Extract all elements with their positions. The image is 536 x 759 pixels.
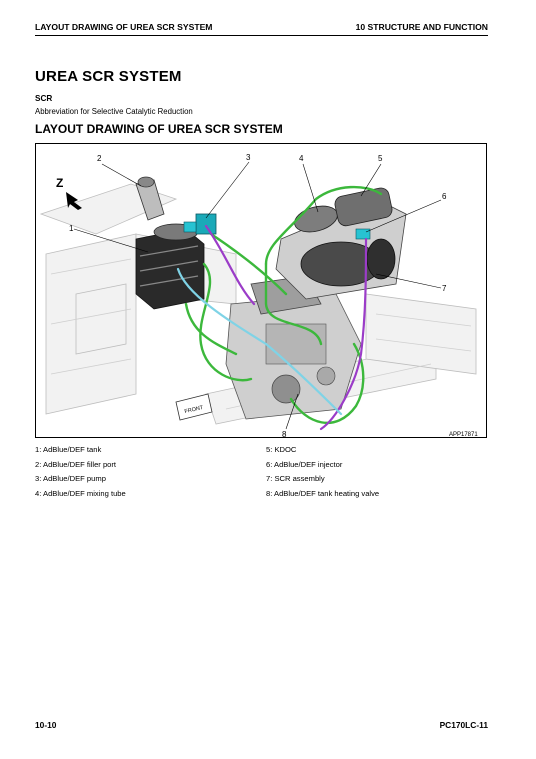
- callout-7: 7: [442, 284, 447, 293]
- adblue-def-tank: [135, 223, 205, 310]
- layout-drawing-figure: Z FRONT 1 2 3 4 5 6 7 8: [35, 143, 487, 438]
- scr-aftertreatment: [275, 187, 407, 300]
- adblue-def-filler-port: [135, 176, 165, 221]
- abbreviation-description: Abbreviation for Selective Catalytic Red…: [35, 107, 193, 116]
- abbreviation-term: SCR: [35, 94, 53, 103]
- legend-left-column: 1: AdBlue/DEF tank 2: AdBlue/DEF filler …: [35, 443, 126, 501]
- section-subtitle: LAYOUT DRAWING OF UREA SCR SYSTEM: [35, 122, 283, 136]
- callout-4: 4: [299, 154, 304, 163]
- callout-2: 2: [97, 154, 102, 163]
- header-section-title: LAYOUT DRAWING OF UREA SCR SYSTEM: [35, 22, 213, 32]
- kdoc: [334, 187, 393, 227]
- layout-drawing-illustration: Z FRONT 1 2 3 4 5 6 7 8: [39, 153, 478, 438]
- callout-8: 8: [282, 430, 287, 438]
- header-chapter-title: 10 STRUCTURE AND FUNCTION: [355, 22, 488, 32]
- callout-5: 5: [378, 154, 383, 163]
- header-rule: [35, 35, 488, 36]
- legend-item: 3: AdBlue/DEF pump: [35, 474, 106, 483]
- page-title: UREA SCR SYSTEM: [35, 68, 182, 85]
- callout-1: 1: [69, 224, 74, 233]
- adblue-def-pump: [183, 213, 217, 235]
- callout-6: 6: [442, 192, 447, 201]
- model-number: PC170LC-11: [439, 720, 488, 730]
- legend-item: 1: AdBlue/DEF tank: [35, 445, 102, 454]
- callout-3: 3: [246, 153, 251, 162]
- front-tag-label: FRONT: [184, 405, 204, 415]
- engine-assembly: [225, 275, 362, 420]
- legend-item: 2: AdBlue/DEF filler port: [35, 459, 117, 469]
- view-direction-indicator: Z: [56, 176, 82, 210]
- front-tag: FRONT: [175, 393, 213, 421]
- page-number: 10-10: [35, 720, 57, 730]
- direction-label: Z: [56, 176, 63, 190]
- callout-numbers: 1 2 3 4 5 6 7 8: [69, 153, 447, 438]
- legend-right-column: 5: KDOC 6: AdBlue/DEF injector 7: SCR as…: [266, 443, 379, 501]
- legend-item: 4: AdBlue/DEF mixing tube: [35, 488, 126, 498]
- legend-item: 6: AdBlue/DEF injector: [266, 459, 343, 469]
- page-header: LAYOUT DRAWING OF UREA SCR SYSTEM 10 STR…: [35, 20, 488, 34]
- callout-leaders: [73, 161, 442, 430]
- direction-arrow-icon: [66, 192, 82, 210]
- legend-item: 5: KDOC: [266, 445, 297, 454]
- legend-item: 7: SCR assembly: [266, 474, 325, 483]
- drawing-number: APP17871: [449, 432, 478, 438]
- hoses: [176, 185, 383, 431]
- def-injector: [355, 228, 371, 240]
- legend-item: 8: AdBlue/DEF tank heating valve: [266, 488, 380, 498]
